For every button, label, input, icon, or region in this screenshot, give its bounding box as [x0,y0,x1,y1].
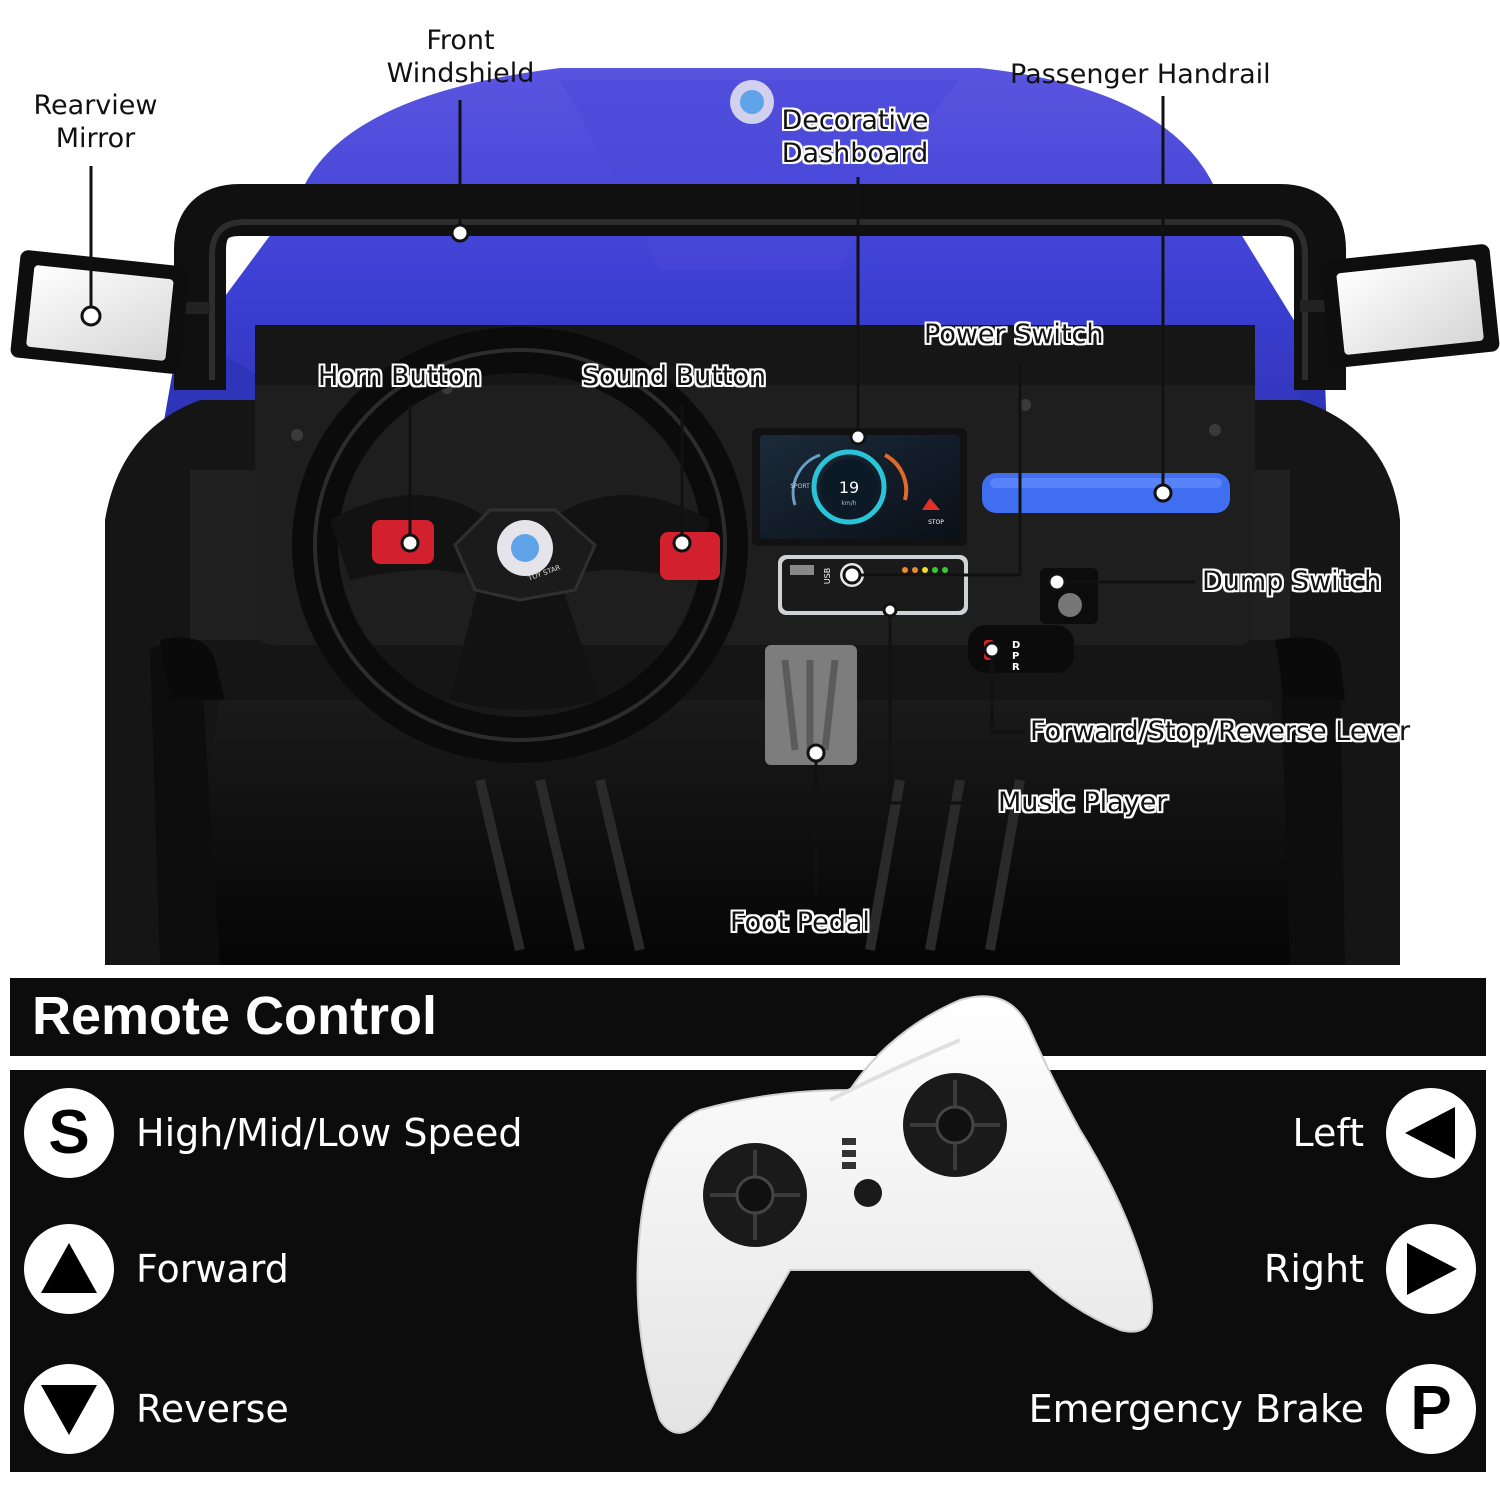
triangle-down-icon [41,1385,97,1435]
triangle-left-icon [1405,1107,1455,1159]
remote-controller-icon [636,995,1153,1434]
rc-item-right: Right ▶ [986,1224,1476,1316]
callout-music-player: Music Player [998,787,1168,818]
triangle-up-icon [41,1243,97,1293]
callout-passenger-handrail: Passenger Handrail [1010,59,1271,90]
rc-label-speed: High/Mid/Low Speed [136,1111,523,1155]
callout-decorative-dashboard: Decorative Dashboard [781,105,929,169]
rc-item-left: Left ◀ [986,1088,1476,1180]
speed-s-icon: S [24,1088,114,1178]
remote-controller-image [630,980,1160,1450]
stop-readout: STOP [928,519,944,526]
usb-label: USB [823,568,832,584]
rc-label-forward: Forward [136,1247,289,1291]
parking-p-icon: P [1386,1364,1476,1454]
callout-sound-button: Sound Button [582,361,767,392]
callout-lines [89,96,1195,895]
callout-dots [80,223,1173,763]
triangle-right-icon [1407,1243,1457,1295]
rc-label-right: Right [1263,1247,1364,1291]
rc-label-reverse: Reverse [136,1387,289,1431]
right-arrow-icon: ▶ [1386,1224,1476,1314]
callout-front-windshield: Front Windshield [386,25,535,89]
right-rearview-mirror [1320,244,1500,368]
reverse-triangle-icon: ▼ [24,1364,114,1454]
roll-bar [174,184,1346,390]
gear-lever [968,625,1074,673]
remote-control-header: Remote Control [10,978,1486,1056]
callout-foot-pedal: Foot Pedal [730,907,870,938]
rc-label-emergency-brake: Emergency Brake [1028,1387,1364,1431]
callout-horn-button: Horn Button [318,361,482,392]
callout-rearview-mirror: Rearview Mirror [33,90,158,154]
speed-readout: 19 [839,478,859,497]
car-hood [180,68,1320,520]
steering-wheel [292,327,748,763]
left-arrow-icon: ◀ [1386,1088,1476,1178]
rc-item-reverse: ▼ Reverse [24,1364,624,1456]
callout-fsr-lever: Forward/Stop/Reverse Lever [1030,716,1411,747]
rc-label-left: Left [1292,1111,1365,1155]
mode-readout: SPORT [790,483,810,490]
speed-unit: km/h [841,500,856,507]
remote-control-title: Remote Control [32,986,437,1046]
callout-power-switch: Power Switch [924,319,1104,350]
callout-dump-switch: Dump Switch [1202,566,1382,597]
car-illustration: 19 km/h SPORT STOP USB DPR TOY STAR [10,68,1500,965]
rc-item-forward: ▲ Forward [24,1224,624,1316]
forward-triangle-icon: ▲ [24,1224,114,1314]
rc-item-speed: S High/Mid/Low Speed [24,1088,624,1180]
rc-item-emergency-brake: Emergency Brake P [986,1364,1476,1456]
